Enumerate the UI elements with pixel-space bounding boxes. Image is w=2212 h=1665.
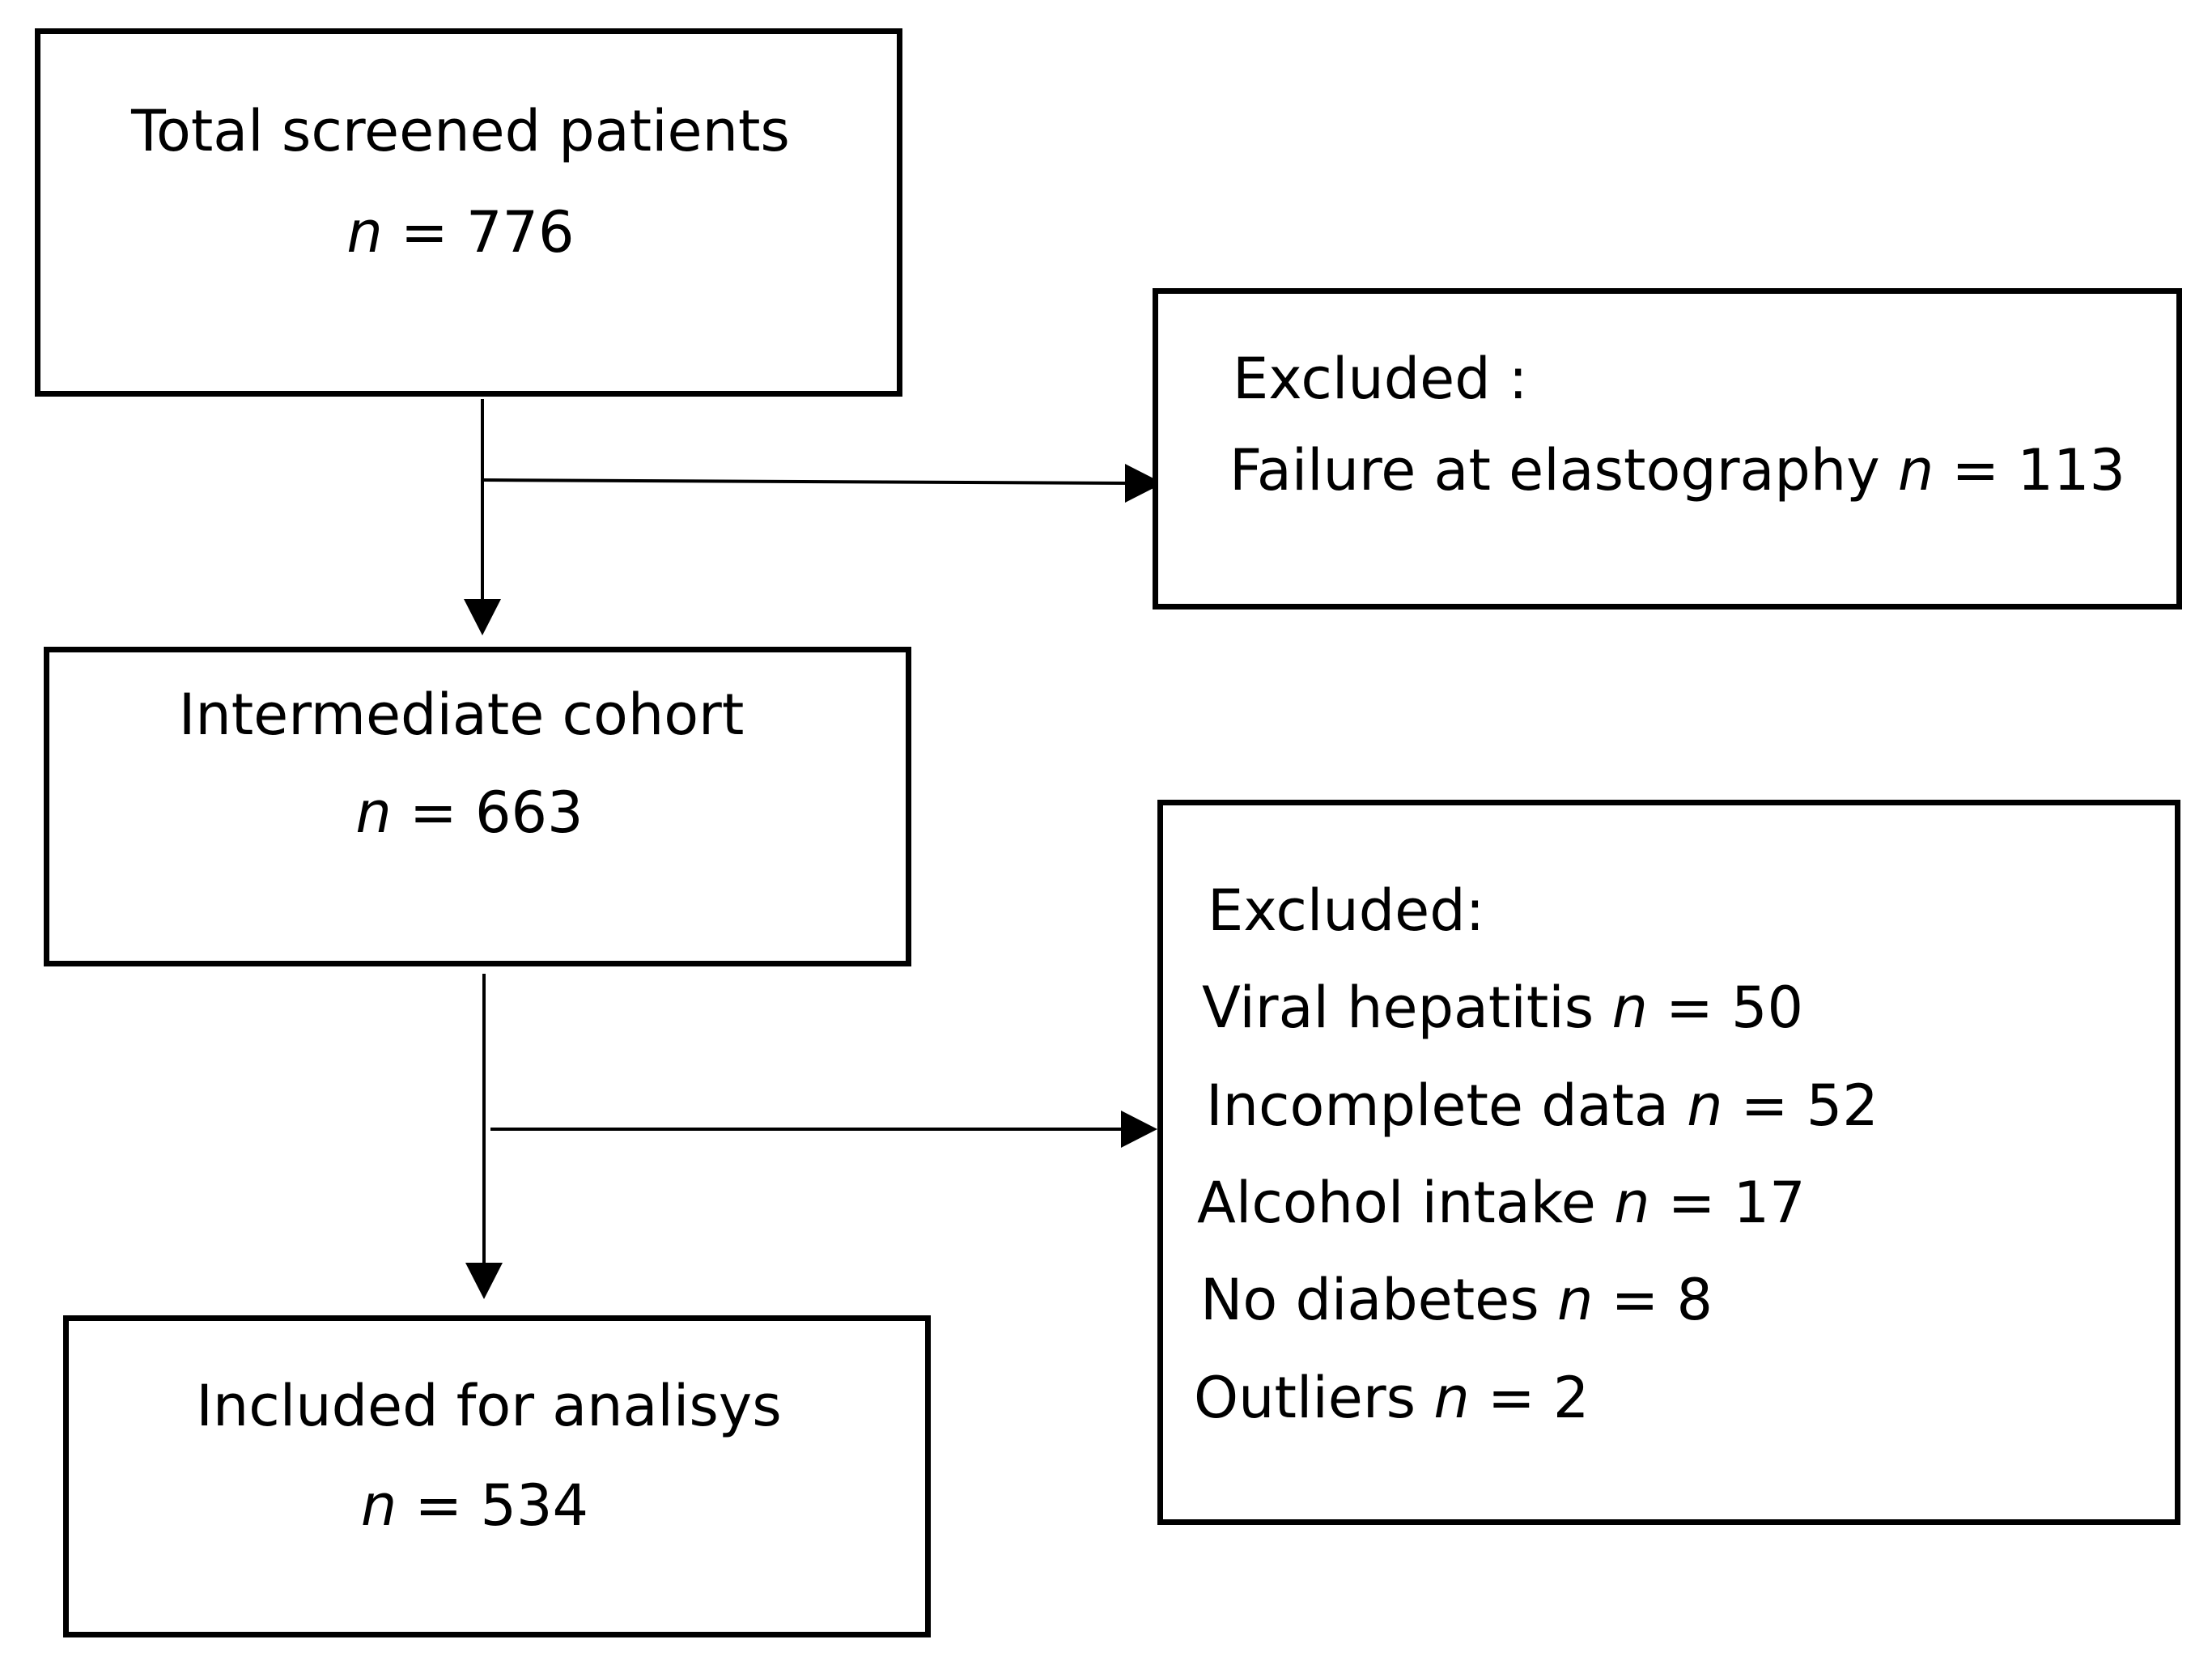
count-value: 776: [465, 199, 575, 265]
arrow-to-excluded-1: [482, 478, 1134, 485]
arrowhead-right-1: [1125, 464, 1163, 503]
intermediate-cohort-count: n = 663: [355, 779, 584, 846]
exclusion-label: Outliers: [1194, 1365, 1416, 1431]
count-value: 534: [480, 1472, 589, 1539]
excluded-header: Excluded:: [1208, 877, 1485, 944]
arrowhead-down-1: [464, 599, 501, 635]
exclusion-item-alcohol-intake: Alcohol intake n = 17: [1197, 1170, 1806, 1236]
included-analysis-count: n = 534: [360, 1472, 589, 1539]
included-analysis-title: Included for analisys: [196, 1373, 782, 1439]
included-analysis-box: Included for analisys n = 534: [63, 1315, 931, 1637]
n-symbol: n: [1687, 1072, 1723, 1139]
count-value: 2: [1552, 1365, 1590, 1431]
count-value: 17: [1733, 1170, 1806, 1236]
exclusion-label: Failure at elastography: [1229, 437, 1880, 503]
arrowhead-down-2: [465, 1263, 503, 1299]
exclusion-item-no-diabetes: No diabetes n = 8: [1200, 1267, 1713, 1333]
n-symbol: n: [355, 779, 392, 846]
screened-patients-box: Total screened patients n = 776: [35, 28, 902, 397]
count-value: 8: [1676, 1267, 1713, 1333]
count-value: 50: [1731, 975, 1804, 1041]
count-value: 663: [474, 779, 584, 846]
excluded-elastography-box: Excluded : Failure at elastography n = 1…: [1153, 288, 2182, 610]
excluded-reasons-box: Excluded: Viral hepatitis n = 50 Incompl…: [1157, 800, 2180, 1525]
n-symbol: n: [1433, 1365, 1470, 1431]
exclusion-item-viral-hepatitis: Viral hepatitis n = 50: [1202, 975, 1804, 1041]
intermediate-cohort-title: Intermediate cohort: [178, 682, 745, 748]
exclusion-label: No diabetes: [1200, 1267, 1539, 1333]
exclusion-item-elastography: Failure at elastography n = 113: [1229, 437, 2126, 503]
exclusion-label: Alcohol intake: [1197, 1170, 1596, 1236]
exclusion-item-incomplete-data: Incomplete data n = 52: [1206, 1072, 1879, 1139]
n-symbol: n: [360, 1472, 397, 1539]
screened-patients-count: n = 776: [346, 199, 575, 265]
arrowhead-right-2: [1121, 1111, 1157, 1148]
count-value: 52: [1806, 1072, 1879, 1139]
exclusion-label: Viral hepatitis: [1202, 975, 1594, 1041]
exclusion-item-outliers: Outliers n = 2: [1194, 1365, 1590, 1431]
screened-patients-title: Total screened patients: [131, 98, 790, 164]
n-symbol: n: [1614, 1170, 1650, 1236]
excluded-header: Excluded :: [1233, 346, 1528, 412]
n-symbol: n: [1897, 437, 1934, 503]
n-symbol: n: [1556, 1267, 1594, 1333]
intermediate-cohort-box: Intermediate cohort n = 663: [44, 647, 911, 966]
n-symbol: n: [1611, 975, 1648, 1041]
exclusion-label: Incomplete data: [1206, 1072, 1669, 1139]
count-value: 113: [2017, 437, 2126, 503]
n-symbol: n: [346, 199, 383, 265]
